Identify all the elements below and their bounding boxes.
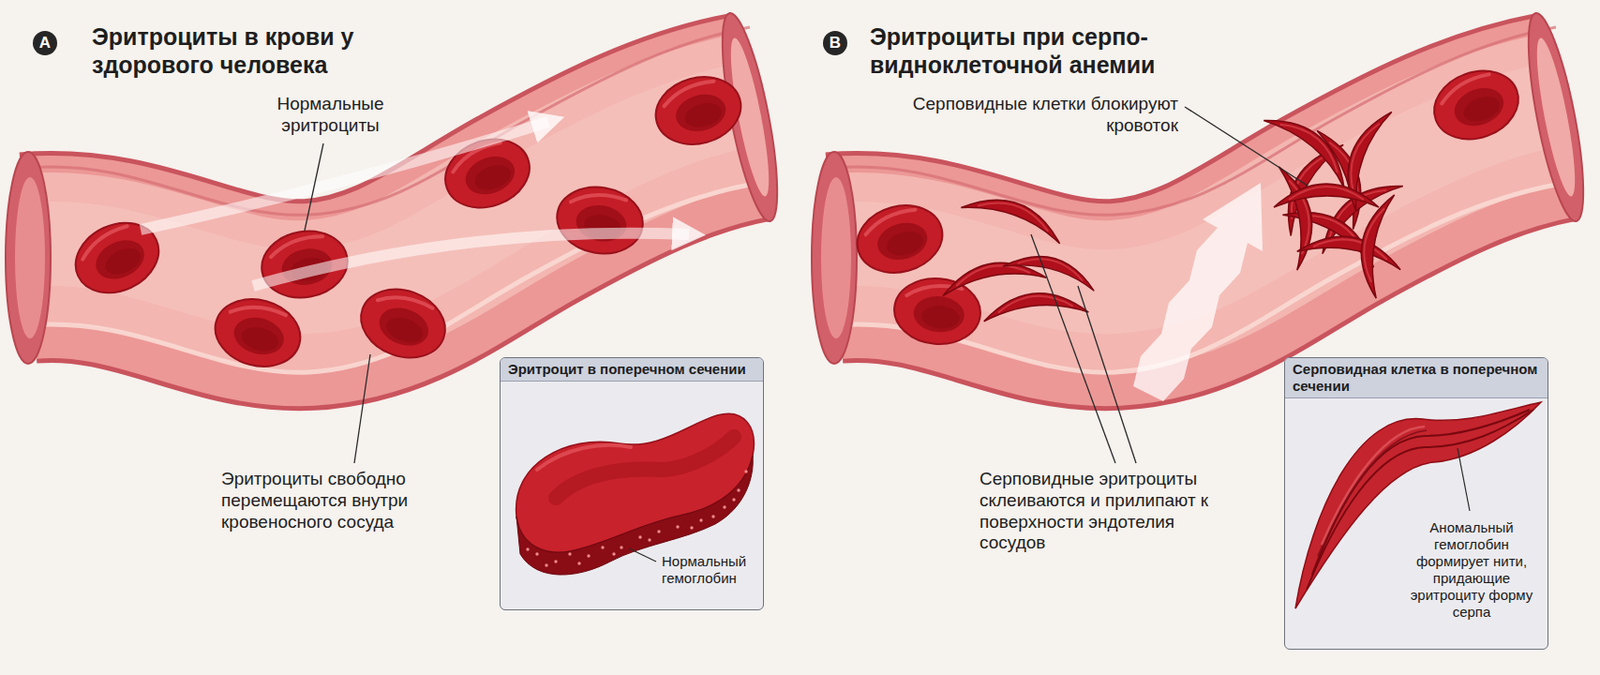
panel-title: Эритроциты при серпо-видноклеточной анем… (869, 22, 1212, 79)
red-blood-cells (64, 67, 749, 375)
label-holder: Эритроциты в крови у здорового человека (91, 22, 416, 79)
label-holder: Серповидные эритроциты склеиваются и при… (979, 468, 1228, 554)
badge-circle (822, 30, 848, 56)
inset-panel: Серповидная клетка в поперечном сеченииА… (1284, 357, 1549, 650)
blood-vessel (5, 9, 789, 373)
blocked-flow-arrow (1133, 182, 1263, 402)
callout-label: Нормальные эритроциты (248, 93, 413, 137)
panel-badge: A (31, 29, 59, 57)
inset-heading: Серповидная клетка в поперечном сечении (1285, 358, 1548, 399)
inset-heading: Эритроцит в поперечном сечении (500, 358, 763, 382)
panel-letter: B (822, 29, 849, 57)
callout-label: Серповидные клетки блокируют кровоток (838, 93, 1179, 137)
inset-illustration (499, 357, 764, 611)
panel-badge: B (822, 29, 849, 57)
leader-lines (304, 106, 1308, 464)
flow-arrows (140, 121, 689, 286)
callout-label: Эритроциты свободно перемещаются внутри … (221, 468, 494, 533)
panel-letter: A (31, 29, 59, 57)
label-holder: Серповидные клетки блокируют кровоток (838, 93, 1179, 137)
callout-label: Серповидные эритроциты склеиваются и при… (979, 468, 1228, 554)
sickle-cells (939, 102, 1406, 321)
panel-title: Эритроциты в крови у здорового человека (91, 22, 416, 79)
inset-caption: Аномальный гемоглобин формирует нити, пр… (1401, 519, 1542, 621)
inset-illustration (1284, 357, 1549, 650)
label-holder: Нормальные эритроциты (248, 93, 413, 137)
inset-panel: Эритроцит в поперечном сеченииНормальный… (499, 357, 764, 611)
label-holder: Эритроциты при серпо-видноклеточной анем… (869, 22, 1212, 79)
label-holder: Эритроциты свободно перемещаются внутри … (221, 468, 494, 533)
badge-circle (32, 30, 58, 56)
inset-caption: Нормальный гемоглобин (661, 553, 760, 587)
